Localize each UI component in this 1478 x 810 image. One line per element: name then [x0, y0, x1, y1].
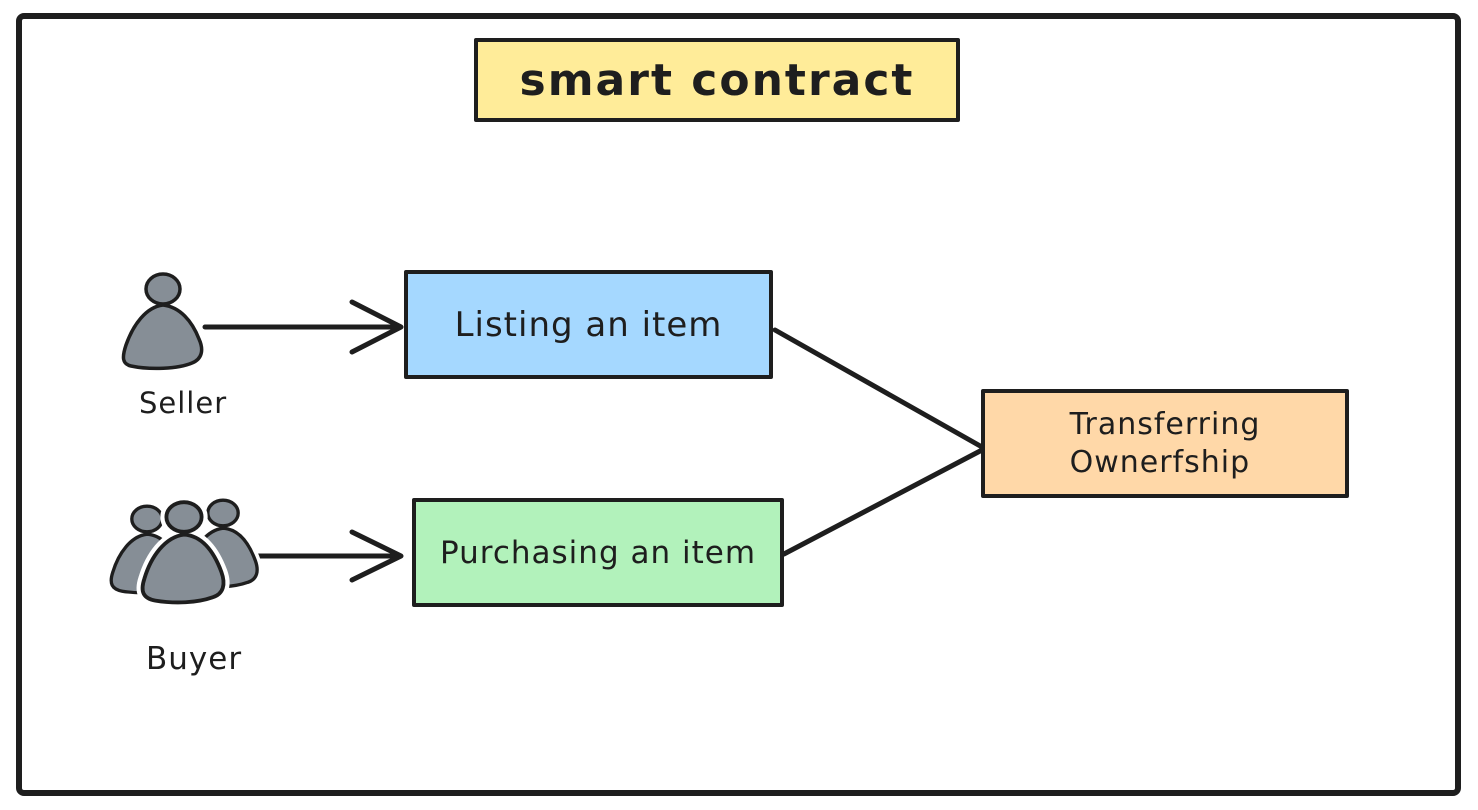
person-icon: [121, 272, 204, 371]
buyer-to-purchasing-arrow: [249, 529, 404, 583]
purchasing-label: Purchasing an item: [439, 534, 757, 571]
seller-to-listing-arrow: [202, 299, 404, 355]
buyer-label: Buyer: [146, 641, 243, 677]
listing-to-transferring-line: [772, 327, 985, 450]
people-group-icon: [109, 494, 263, 609]
transferring-box: Transferring Ownerfship: [981, 389, 1349, 498]
listing-label: Listing an item: [454, 304, 723, 345]
purchasing-box: Purchasing an item: [412, 498, 784, 607]
transferring-label-line1: Transferring: [1069, 407, 1261, 442]
title-label: smart contract: [519, 54, 915, 106]
seller-label: Seller: [139, 386, 228, 420]
transferring-label-line2: Ownerfship: [1069, 444, 1251, 480]
transferring-label: Transferring Ownerfship: [1070, 406, 1261, 481]
outer-frame: [16, 13, 1461, 796]
purchasing-to-transferring-line: [781, 447, 985, 557]
title-box: smart contract: [474, 38, 960, 122]
listing-box: Listing an item: [404, 270, 773, 379]
